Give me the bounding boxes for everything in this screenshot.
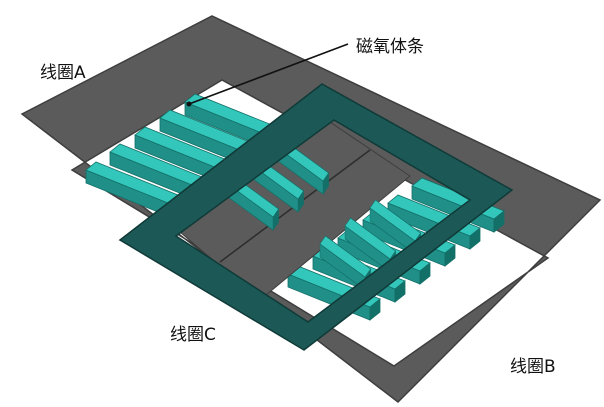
coil-c-frame: [118, 83, 514, 351]
label-coil-b: 线圈B: [510, 357, 556, 377]
label-coil-c: 线圈C: [170, 325, 216, 345]
ferrite-strip-leader-line: [188, 43, 349, 105]
label-ferrite-strip: 磁氧体条: [356, 37, 424, 57]
label-coil-a: 线圈A: [40, 63, 86, 83]
ferrite-strip-leader-dot: [186, 101, 192, 107]
